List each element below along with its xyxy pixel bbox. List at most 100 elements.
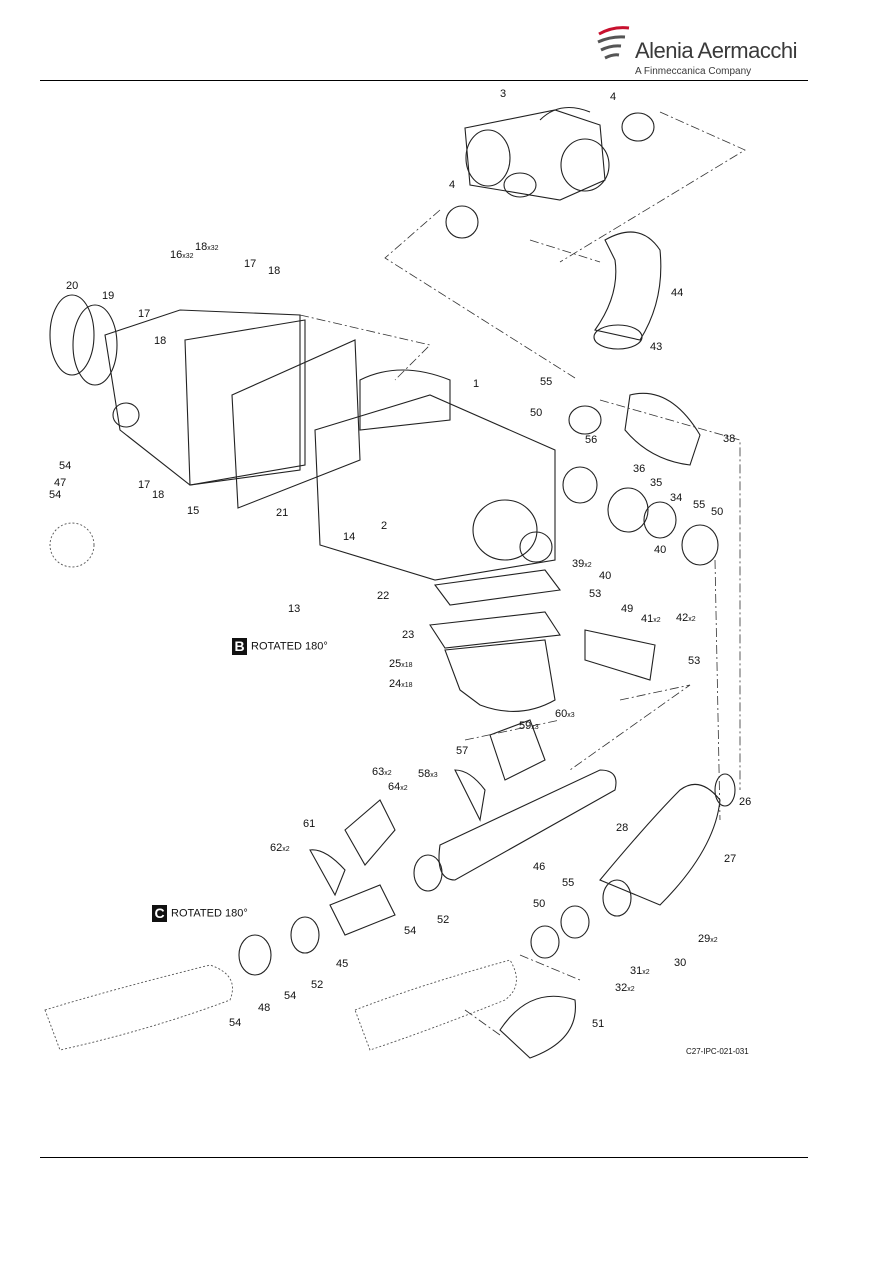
brand-logo: Alenia Aermacchi A Finmeccanica Company [595, 24, 797, 80]
clamp-4a [621, 112, 655, 142]
clamp-4b [445, 205, 479, 239]
callout-13: 13 [288, 603, 300, 615]
view-b-badge: B [232, 638, 247, 655]
view-b-text: ROTATED 180° [251, 640, 328, 653]
callout-53: 53 [688, 655, 700, 667]
callout-4: 4 [610, 91, 616, 103]
callout-qty: x2 [642, 969, 650, 976]
view-b-label: B ROTATED 180° [232, 638, 328, 655]
callout-22: 22 [377, 590, 389, 602]
callout-17: 17 [138, 308, 150, 320]
callout-55: 55 [562, 877, 574, 889]
view-c-text: ROTATED 180° [171, 907, 248, 920]
callout-58: 58x3 [418, 768, 438, 780]
callout-31: 31x2 [630, 965, 650, 977]
callout-25: 25x18 [389, 658, 413, 670]
callout-45: 45 [336, 958, 348, 970]
callout-2: 2 [381, 520, 387, 532]
callout-43: 43 [650, 341, 662, 353]
callout-39: 39x2 [572, 558, 592, 570]
callout-40: 40 [654, 544, 666, 556]
callout-54: 54 [284, 990, 296, 1002]
sleeve-49 [584, 629, 656, 681]
callout-36: 36 [633, 463, 645, 475]
callout-64: 64x2 [388, 781, 408, 793]
callout-57: 57 [456, 745, 468, 757]
duct-46 [438, 769, 617, 881]
callout-54: 54 [59, 460, 71, 472]
figure-id: C27-IPC-021-031 [686, 1047, 749, 1056]
callout-21: 21 [276, 507, 288, 519]
callout-18: 18x32 [195, 241, 219, 253]
callout-qty: x2 [653, 617, 661, 624]
callout-50: 50 [711, 506, 723, 518]
callout-qty: x32 [182, 253, 193, 260]
callout-47: 47 [54, 477, 66, 489]
brand-name: Alenia Aermacchi [635, 38, 797, 63]
callout-63: 63x2 [372, 766, 392, 778]
callout-52: 52 [437, 914, 449, 926]
callout-29: 29x2 [698, 933, 718, 945]
callout-44: 44 [671, 287, 683, 299]
callout-62: 62x2 [270, 842, 290, 854]
callout-54: 54 [229, 1017, 241, 1029]
callout-17: 17 [138, 479, 150, 491]
callout-55: 55 [693, 499, 705, 511]
duct-44 [594, 231, 662, 341]
callout-qty: x18 [401, 662, 412, 669]
elbow-27 [599, 783, 721, 906]
valve-assembly [464, 106, 610, 201]
callout-27: 27 [724, 853, 736, 865]
callout-34: 34 [670, 492, 682, 504]
callout-qty: x2 [627, 986, 635, 993]
callout-24: 24x18 [389, 678, 413, 690]
plenum-left [104, 309, 301, 486]
gasket-21 [231, 339, 361, 509]
callout-54: 54 [404, 925, 416, 937]
callout-55: 55 [540, 376, 552, 388]
callout-56: 56 [585, 434, 597, 446]
callout-17: 17 [244, 258, 256, 270]
brand-tagline: A Finmeccanica Company [635, 66, 752, 77]
callout-qty: x2 [282, 846, 290, 853]
callout-18: 18 [154, 335, 166, 347]
callout-18: 18 [152, 489, 164, 501]
sleeve-51 [499, 995, 576, 1059]
callout-qty: x3 [531, 724, 539, 731]
callout-qty: x2 [584, 562, 592, 569]
callout-20: 20 [66, 280, 78, 292]
callout-59: 59x3 [519, 720, 539, 732]
core-assembly [314, 394, 556, 581]
callout-28: 28 [616, 822, 628, 834]
callout-41: 41x2 [641, 613, 661, 625]
callout-1: 1 [473, 378, 479, 390]
callout-16: 16x32 [170, 249, 194, 261]
callout-53: 53 [589, 588, 601, 600]
callout-qty: x2 [400, 785, 408, 792]
callout-3: 3 [500, 88, 506, 100]
callout-60: 60x3 [555, 708, 575, 720]
callout-46: 46 [533, 861, 545, 873]
callout-4: 4 [449, 179, 455, 191]
callout-30: 30 [674, 957, 686, 969]
callout-38: 38 [723, 433, 735, 445]
callout-18: 18 [268, 265, 280, 277]
callout-26: 26 [739, 796, 751, 808]
callout-50: 50 [530, 407, 542, 419]
callout-qty: x2 [688, 616, 696, 623]
callout-52: 52 [311, 979, 323, 991]
gasket-15 [184, 319, 306, 486]
cone-38 [624, 392, 701, 466]
footer-rule [40, 1157, 808, 1158]
callout-qty: x18 [401, 682, 412, 689]
callout-qty: x32 [207, 245, 218, 252]
callout-qty: x2 [384, 770, 392, 777]
brand-swoosh-icon [597, 26, 630, 60]
callout-35: 35 [650, 477, 662, 489]
callout-23: 23 [402, 629, 414, 641]
callout-51: 51 [592, 1018, 604, 1030]
callout-15: 15 [187, 505, 199, 517]
